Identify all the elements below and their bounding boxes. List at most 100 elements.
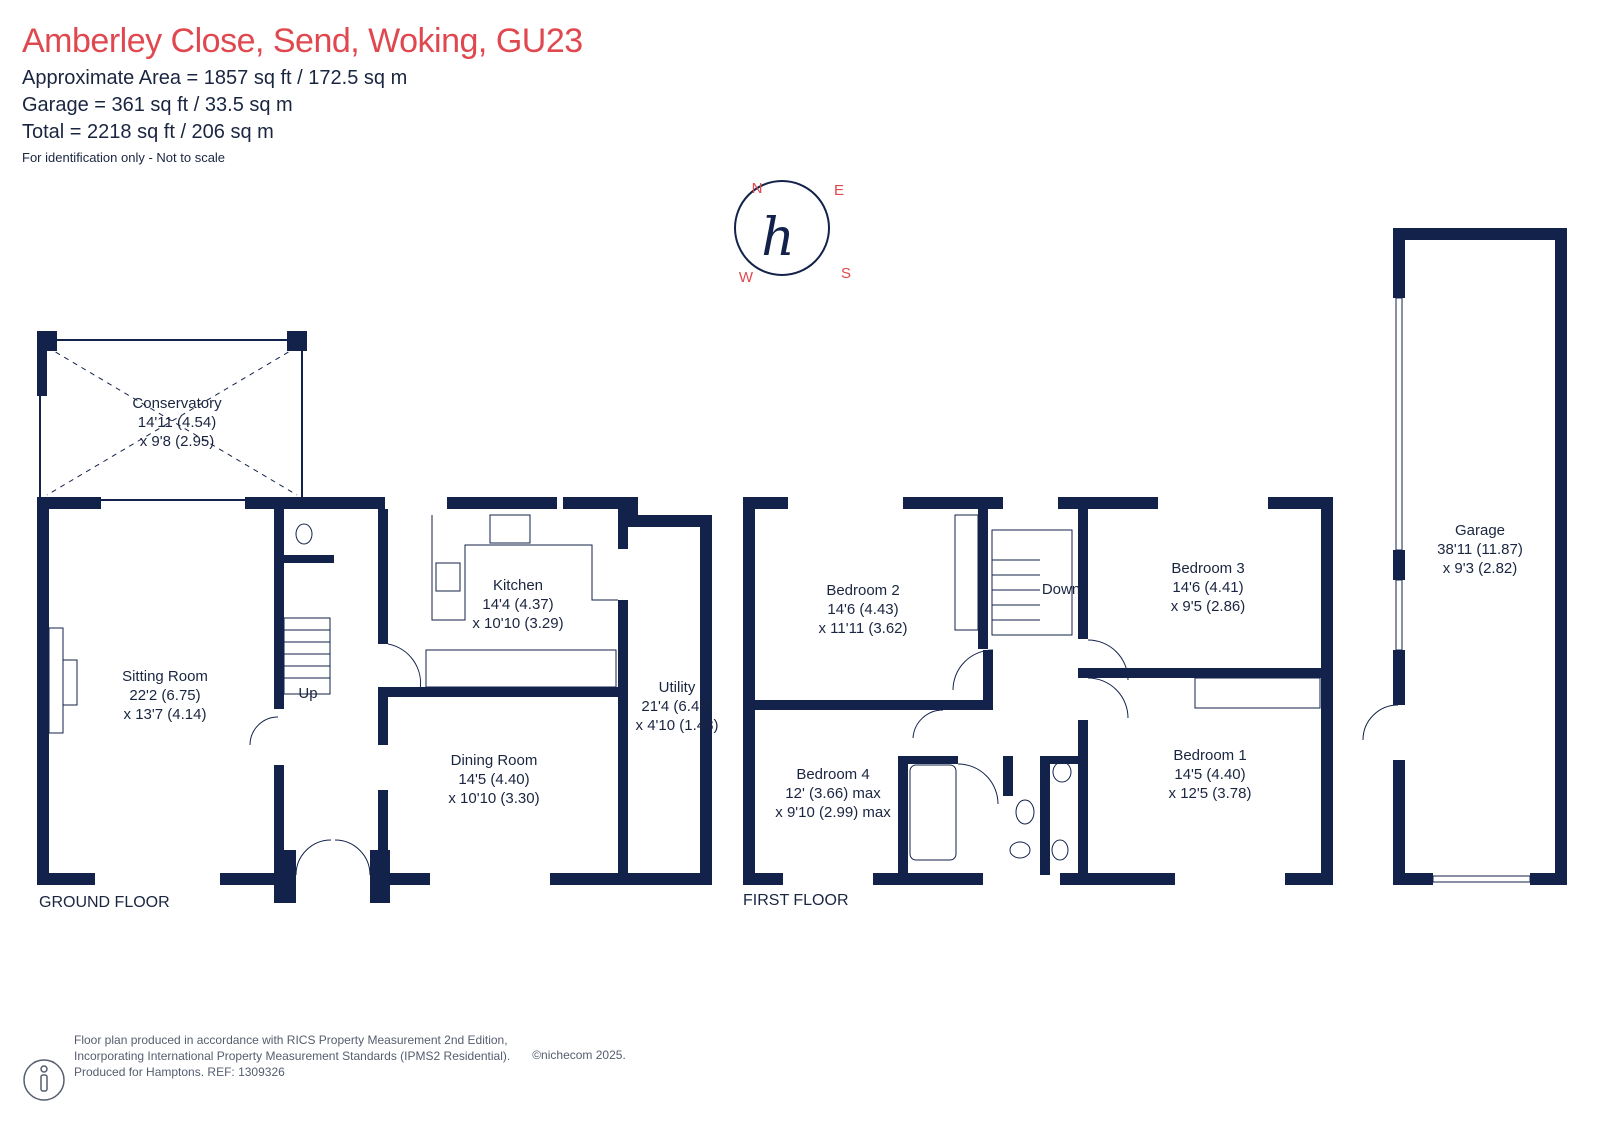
door-swing	[387, 643, 422, 691]
hob-icon	[435, 562, 461, 592]
toilet-icon	[295, 523, 313, 545]
stairs-down-label: Down	[1042, 581, 1080, 598]
conservatory-roof-line	[46, 346, 298, 496]
bedroom3-dim1: 14'6 (4.41)	[1172, 579, 1243, 596]
footer-line3: Produced for Hamptons. REF: 1309326	[74, 1065, 285, 1079]
wall	[743, 497, 755, 885]
kitchen-dim1: 14'4 (4.37)	[482, 596, 553, 613]
wall	[274, 850, 296, 903]
window	[1395, 579, 1403, 651]
conservatory-frame	[39, 339, 303, 501]
wall	[378, 509, 388, 644]
wall	[626, 497, 638, 527]
garage-name: Garage	[1455, 522, 1505, 539]
dining-room-name: Dining Room	[451, 752, 538, 769]
garage-door	[1432, 875, 1531, 883]
logo-mark: h	[761, 208, 795, 268]
wall	[550, 873, 712, 885]
wall	[378, 687, 618, 697]
compass-n: N	[752, 180, 763, 197]
approx-area: Approximate Area = 1857 sq ft / 172.5 sq…	[22, 67, 408, 89]
wall	[618, 600, 628, 875]
kitchen-counter	[431, 515, 618, 621]
bedroom1-dim2: x 12'5 (3.78)	[1169, 785, 1252, 802]
sitting-room-name: Sitting Room	[122, 668, 208, 685]
wardrobe	[954, 514, 979, 631]
garage-area: Garage = 361 sq ft / 33.5 sq m	[22, 94, 293, 116]
bedroom4-dim1: 12' (3.66) max	[785, 785, 881, 802]
wall	[618, 509, 628, 549]
wall	[447, 497, 557, 509]
sitting-room-dim2: x 13'7 (4.14)	[124, 706, 207, 723]
wall	[743, 873, 783, 885]
door-swing	[912, 709, 944, 739]
sink-icon	[489, 514, 531, 544]
header: Amberley Close, Send, Woking, GU23 Appro…	[22, 22, 583, 165]
wall	[755, 700, 993, 710]
wall	[978, 509, 988, 649]
bedroom1-name: Bedroom 1	[1173, 747, 1246, 764]
ground-floor	[37, 331, 712, 903]
garage-dim1: 38'11 (11.87)	[1437, 541, 1523, 558]
wall	[626, 515, 712, 527]
wall	[274, 765, 284, 855]
sitting-room-dim1: 22'2 (6.75)	[129, 687, 200, 704]
dining-room-dim1: 14'5 (4.40)	[458, 771, 529, 788]
wall	[274, 555, 334, 563]
conservatory-corner	[37, 331, 57, 351]
room-labels: Conservatory 14'11 (4.54) x 9'8 (2.95) S…	[122, 395, 1523, 821]
total-area: Total = 2218 sq ft / 206 sq m	[22, 121, 274, 143]
wall	[1393, 650, 1405, 705]
wall	[903, 497, 1003, 509]
door-swing	[1087, 639, 1129, 681]
footer-copyright: ©nichecom 2025.	[532, 1048, 626, 1062]
bedroom2-name: Bedroom 2	[826, 582, 899, 599]
fireplace	[62, 659, 78, 706]
compass-s: S	[841, 265, 851, 282]
info-icon	[23, 1059, 65, 1101]
first-floor	[743, 497, 1333, 885]
bedroom2-dim2: x 11'11 (3.62)	[818, 620, 907, 637]
stairs-up-label: Up	[298, 685, 317, 702]
wall	[983, 650, 993, 710]
conservatory-wall	[37, 348, 47, 396]
window	[1395, 297, 1403, 551]
toilet-icon	[1009, 841, 1031, 859]
wall	[1285, 873, 1333, 885]
wall	[898, 756, 908, 875]
page-title: Amberley Close, Send, Woking, GU23	[22, 22, 583, 60]
wall	[37, 873, 95, 885]
bedroom4-name: Bedroom 4	[796, 766, 869, 783]
fireplace	[48, 627, 64, 734]
door-swing	[1087, 677, 1129, 719]
wall	[378, 690, 388, 745]
compass-w: W	[739, 269, 754, 286]
info-icon-dot	[40, 1065, 48, 1073]
garage-dim2: x 9'3 (2.82)	[1443, 560, 1518, 577]
compass: h N E S W	[734, 180, 851, 286]
info-icon-bar	[40, 1074, 48, 1092]
wall	[1268, 497, 1333, 509]
door-swing	[249, 716, 279, 746]
wall	[1040, 756, 1050, 875]
conservatory-dim1: 14'11 (4.54)	[138, 414, 216, 431]
footer: Floor plan produced in accordance with R…	[74, 1032, 626, 1080]
footer-line2: Incorporating International Property Mea…	[74, 1049, 511, 1063]
door-swing	[334, 839, 371, 876]
conservatory-name: Conservatory	[132, 395, 222, 412]
conservatory-dim2: x 9'8 (2.95)	[140, 433, 215, 450]
wall	[1393, 760, 1405, 885]
compass-ring	[734, 180, 830, 276]
wall	[1530, 873, 1567, 885]
wall	[1078, 720, 1088, 875]
utility-dim2: x 4'10 (1.48)	[636, 717, 719, 734]
dining-room-dim2: x 10'10 (3.30)	[448, 790, 539, 807]
wall	[1393, 873, 1433, 885]
wall	[898, 756, 958, 764]
bedroom2-dim1: 14'6 (4.43)	[827, 601, 898, 618]
garage	[1362, 228, 1567, 885]
wall	[37, 497, 101, 509]
kitchen-counter	[425, 649, 617, 688]
door-swing	[1362, 704, 1399, 741]
